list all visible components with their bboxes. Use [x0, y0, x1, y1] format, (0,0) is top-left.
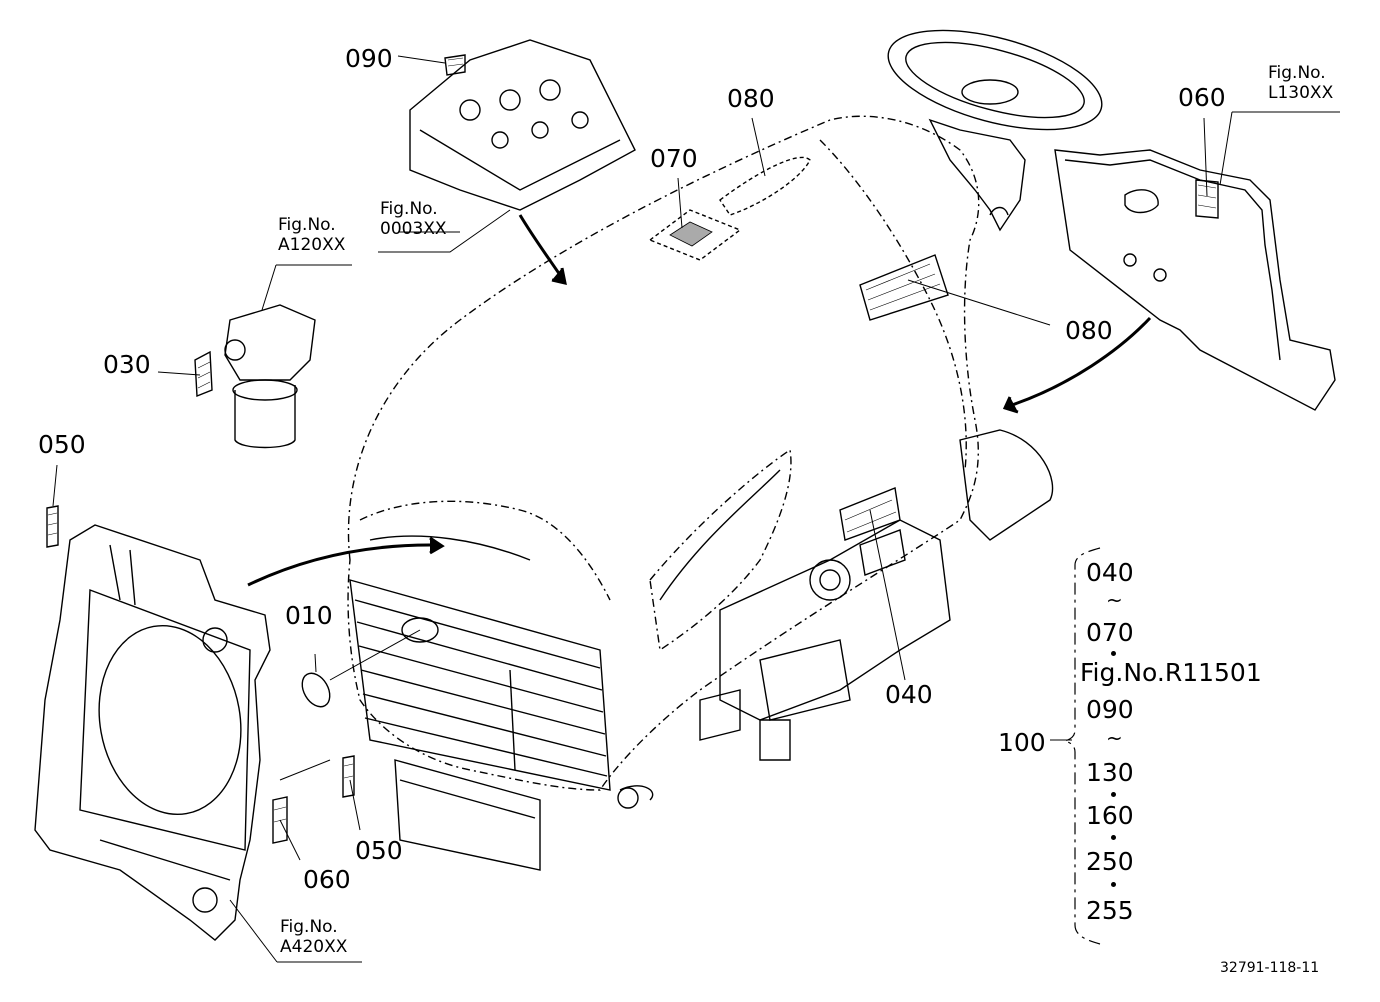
callout-070: 070 [650, 144, 698, 173]
fig-ref-0003xx: Fig.No. 0003XX [380, 199, 447, 239]
fig-ref-l130xx: Fig.No. L130XX [1268, 63, 1334, 103]
fuel-filter [195, 305, 315, 448]
engine-side-assembly [618, 430, 1053, 808]
callout-060-bottom: 060 [303, 865, 351, 894]
hood-assembly [348, 116, 979, 870]
range-tilde-2: ~ [1106, 726, 1123, 750]
callout-080-top: 080 [727, 84, 775, 113]
steering-wheel [878, 11, 1112, 230]
callout-050-left: 050 [38, 430, 86, 459]
callout-050-bottom: 050 [355, 836, 403, 865]
radiator-shroud-panel [35, 525, 270, 940]
range-dot-2 [1111, 792, 1116, 797]
drawing-code: 32791-118-11 [1220, 960, 1320, 976]
range-130: 130 [1086, 758, 1134, 787]
cylinder-head [410, 40, 635, 210]
leader-lines [53, 56, 1340, 962]
range-tilde-1: ~ [1106, 588, 1123, 612]
range-070: 070 [1086, 618, 1134, 647]
range-ref-r11501: Fig.No.R11501 [1080, 658, 1262, 687]
callout-030: 030 [103, 350, 151, 379]
emblem-part [297, 668, 336, 711]
callout-040: 040 [885, 680, 933, 709]
range-255: 255 [1086, 896, 1134, 925]
side-cover-panel [1055, 150, 1335, 410]
range-250: 250 [1086, 847, 1134, 876]
callout-060-right: 060 [1178, 83, 1226, 112]
callout-080-side: 080 [1065, 316, 1113, 345]
range-090: 090 [1086, 695, 1134, 724]
callout-100: 100 [998, 728, 1046, 757]
callout-090: 090 [345, 44, 393, 73]
range-160: 160 [1086, 801, 1134, 830]
range-dot-4 [1111, 882, 1116, 887]
callout-010: 010 [285, 601, 333, 630]
fig-ref-a120xx: Fig.No. A120XX [278, 215, 346, 255]
range-040: 040 [1086, 558, 1134, 587]
list-brace [1065, 548, 1100, 944]
assembly-arrows [248, 215, 1150, 585]
fig-ref-a420xx: Fig.No. A420XX [280, 917, 348, 957]
range-dot-3 [1111, 835, 1116, 840]
decal-sheets [47, 506, 354, 843]
range-dot-1 [1111, 651, 1116, 656]
